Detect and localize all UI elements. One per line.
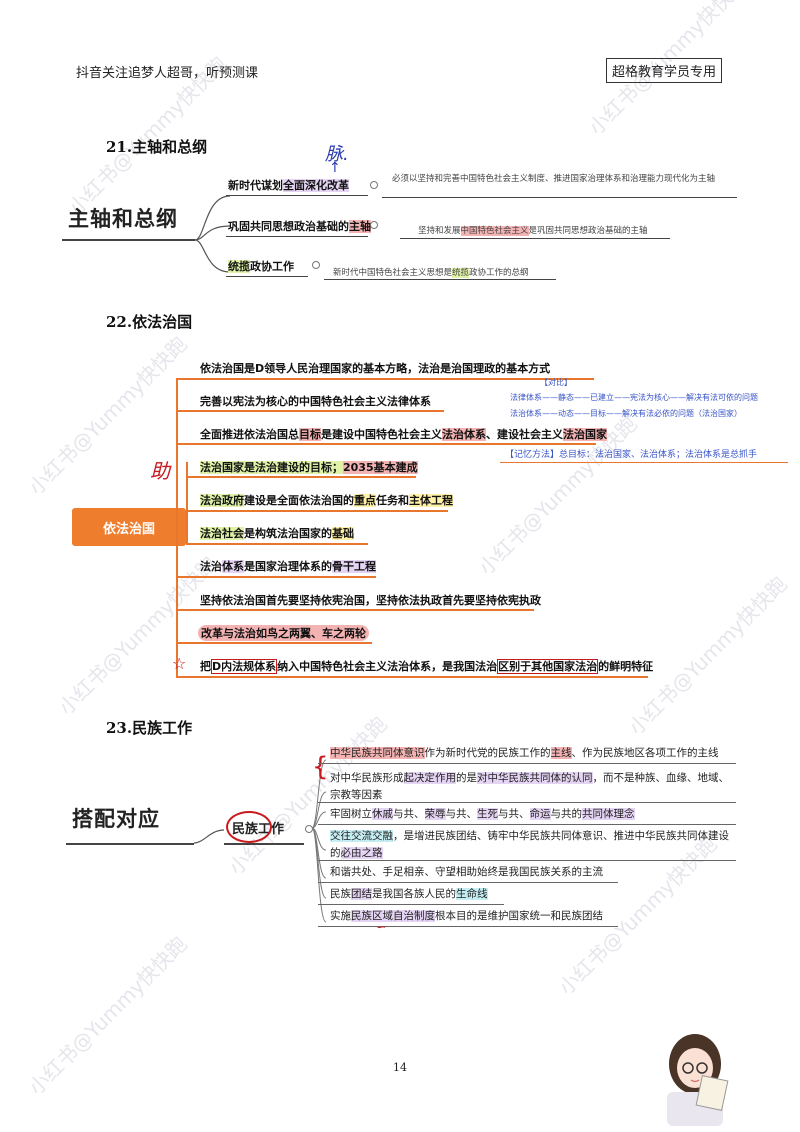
note-underline — [324, 279, 556, 280]
branch-connector — [194, 195, 231, 273]
watermark: 小红书@Yummy快快跑 — [623, 571, 792, 740]
orange-branch — [176, 576, 376, 578]
ethnic-item-1: 中华民族共同体意识作为新时代党的民族工作的主线、作为民族地区各项工作的主线 — [330, 747, 719, 759]
law-item-6: 法治社会是构筑法治国家的基础 — [200, 527, 354, 540]
note-21-2: 坚持和发展中国特色社会主义是巩固共同思想政治基础的主轴 — [418, 226, 648, 236]
item-underline — [318, 824, 736, 825]
memory-note: 【记忆方法】总目标：法治国家、法治体系；法治体系是总抓手 — [505, 450, 758, 460]
orange-branch — [176, 676, 648, 678]
star-icon: ☆ — [172, 654, 187, 673]
section-22-title: 22.依法治国 — [106, 313, 193, 331]
law-item-9: 改革与法治如鸟之两翼、车之两轮 — [198, 625, 369, 641]
header-left-text: 抖音关注追梦人超哥，听预测课 — [76, 66, 259, 81]
ethnic-item-5: 和谐共处、手足相亲、守望相助始终是我国民族关系的主流 — [330, 866, 603, 878]
handwriting-circle — [226, 811, 272, 843]
orange-branch — [186, 510, 448, 512]
expand-dot-icon — [370, 181, 378, 189]
note-underline — [382, 197, 737, 198]
orange-branch — [176, 378, 594, 380]
ethnic-item-2: 对中华民族形成起决定作用的是对中华民族共同体的认同，而不是种族、血缘、地域、宗教… — [330, 772, 729, 801]
section-23-title: 23.民族工作 — [106, 719, 193, 737]
orange-branch — [186, 476, 416, 478]
item-underline — [318, 882, 618, 883]
expand-dot-icon — [312, 261, 320, 269]
section-22-root: 依法治国 — [72, 508, 186, 546]
law-item-4: 法治国家是法治建设的目标；2035基本建成 — [200, 461, 418, 474]
law-item-10: 把D内法规体系纳入中国特色社会主义法治体系，是我国法治区别于其他国家法治的鲜明特… — [200, 659, 654, 674]
item-underline — [318, 763, 736, 764]
expand-dot-icon — [370, 221, 378, 229]
topic-21-3: 统揽政协工作 — [228, 260, 294, 273]
section-21-title: 21.主轴和总纲 — [106, 138, 208, 156]
handwriting-bracket: { — [312, 752, 329, 782]
orange-branch — [176, 642, 372, 644]
ethnic-item-3: 牢固树立休戚与共、荣辱与共、生死与共、命运与共的共同体理念 — [330, 808, 635, 820]
section-23-root: 搭配对应 — [72, 807, 160, 831]
item-underline — [318, 802, 736, 803]
law-item-2: 完善以宪法为核心的中国特色社会主义法律体系 — [200, 395, 431, 408]
handwriting-arrow-icon: ↑ — [329, 160, 341, 176]
compare-tag: 【对比】 — [540, 378, 572, 387]
node-underline — [224, 843, 304, 845]
law-item-8: 坚持依法治国首先要坚持依宪治国，坚持依法执政首先要坚持依宪执政 — [200, 594, 541, 607]
bracket-connector — [311, 759, 327, 923]
memory-underline — [500, 462, 788, 463]
orange-branch — [176, 410, 444, 412]
law-item-3: 全面推进依法治国总目标是建设中国特色社会主义法治体系、建设社会主义法治国家 — [200, 428, 607, 441]
orange-branch — [176, 609, 534, 611]
topic-underline — [226, 236, 368, 237]
item-underline — [318, 926, 618, 927]
orange-trunk — [176, 378, 178, 678]
law-item-1: 依法治国是D领导人民治理国家的基本方略，法治是治国理政的基本方式 — [200, 362, 551, 375]
topic-underline — [226, 195, 368, 196]
ethnic-item-4: 交往交流交融，是增进民族团结、铸牢中华民族共同体意识、推进中华民族共同体建设的必… — [330, 830, 729, 859]
note-21-3: 新时代中国特色社会主义思想是统揽政协工作的总纲 — [333, 268, 529, 278]
branch-connector — [193, 829, 225, 844]
root-underline — [62, 239, 195, 241]
item-underline — [318, 904, 504, 905]
compare-line-2: 法治体系——动态——目标——解决有法必依的问题（法治国家） — [510, 409, 742, 418]
item-underline — [318, 860, 736, 861]
header-right-badge: 超格教育学员专用 — [606, 58, 723, 83]
handwriting-squiggle: ∽ — [376, 920, 387, 934]
handwriting-mark: 助 — [150, 459, 170, 483]
page-number: 14 — [393, 1061, 407, 1074]
topic-underline — [226, 276, 308, 277]
orange-branch — [186, 543, 368, 545]
note-underline — [400, 238, 670, 239]
section-21-root: 主轴和总纲 — [68, 207, 178, 231]
expand-dot-icon — [305, 825, 313, 833]
compare-line-1: 法律体系——静态——已建立——宪法为核心——解决有法可依的问题 — [510, 393, 758, 402]
watermark: 小红书@Yummy快快跑 — [53, 551, 222, 720]
topic-21-2: 巩固共同思想政治基础的主轴 — [228, 220, 371, 233]
orange-branch — [176, 443, 596, 445]
law-item-7: 法治体系是国家治理体系的骨干工程 — [200, 560, 376, 573]
note-21-1: 必须以坚持和完善中国特色社会主义制度、推进国家治理体系和治理能力现代化为主轴 — [392, 174, 716, 184]
orange-sub-trunk — [186, 462, 188, 544]
ethnic-item-6: 民族团结是我国各族人民的生命线 — [330, 888, 488, 900]
watermark: 小红书@Yummy快快跑 — [23, 931, 192, 1100]
ethnic-item-7: 实施民族区域自治制度根本目的是维护国家统一和民族团结 — [330, 910, 603, 922]
topic-21-1: 新时代谋划全面深化改革 — [228, 179, 349, 192]
avatar — [667, 1034, 729, 1126]
handwriting-note: 脉. — [325, 144, 349, 165]
law-item-5: 法治政府建设是全面依法治国的重点任务和主体工程 — [200, 494, 453, 507]
root-underline — [66, 843, 194, 845]
